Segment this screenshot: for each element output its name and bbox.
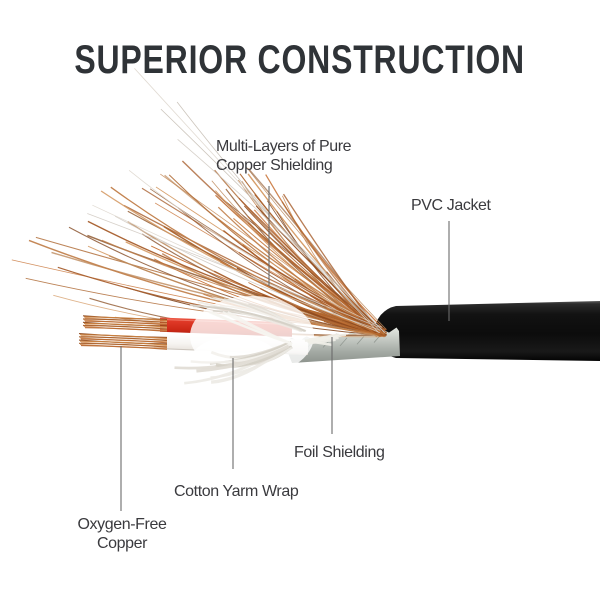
copper-strands-top-part: [84, 327, 168, 332]
leader-lines: [120, 186, 450, 511]
cotton-fibers-part: [210, 346, 293, 379]
copper-shielding-fan-part: [134, 68, 379, 333]
label-foil-shielding: Foil Shielding: [294, 444, 385, 461]
label-cotton-wrap: Cotton Yarm Wrap: [174, 483, 299, 500]
copper-shielding-fan-part: [247, 222, 386, 334]
copper-shielding-fan-part: [248, 282, 385, 337]
page-title-text: SUPERIOR CONSTRUCTION: [74, 38, 526, 82]
copper-strands-top-part: [84, 320, 168, 326]
copper-shielding-fan-part: [110, 186, 382, 332]
label-copper-shielding: Multi-Layers of Pure Copper Shielding: [216, 138, 352, 174]
copper-strands-top-part: [82, 318, 168, 324]
copper-shielding-fan-part: [177, 138, 386, 333]
copper-strands-top-part: [83, 316, 168, 322]
label-pvc-jacket: PVC Jacket: [411, 197, 491, 214]
label-oxygen-free-copper: Oxygen-Free Copper: [77, 516, 167, 552]
copper-strands-bottom-part: [78, 342, 168, 348]
copper-shielding-fan-part: [282, 195, 378, 332]
copper-shielding-fan-part: [255, 205, 383, 333]
cotton-fibers-part: [197, 301, 302, 332]
copper-strands-top-part: [83, 322, 168, 328]
copper-strands-bottom-part: [80, 338, 168, 344]
copper-shielding-fan-part: [92, 204, 381, 333]
copper-strands-bottom-part: [79, 340, 168, 346]
pvc-jacket-shape: [374, 301, 600, 361]
copper-strands-top: [82, 315, 168, 332]
cotton-fibers-part: [210, 297, 305, 332]
cotton-fibers-part: [227, 311, 293, 346]
cotton-fibers: [174, 296, 347, 388]
cotton-fibers-part: [193, 305, 307, 332]
copper-shielding-fan: [11, 68, 387, 338]
copper-strands-top-part: [82, 324, 168, 330]
copper-shielding-fan-part: [128, 169, 383, 328]
copper-strands-bottom-part: [78, 336, 168, 342]
copper-shielding-fan-part: [68, 226, 384, 337]
cotton-fibers-part: [196, 344, 290, 373]
cotton-fibers-part: [215, 345, 293, 368]
copper-shielding-fan-part: [294, 278, 381, 338]
copper-shielding-fan-part: [225, 188, 382, 336]
foil-shielding-shape-part: [284, 327, 400, 363]
cotton-fibers-part: [308, 338, 336, 345]
foil-shielding-shape-part: [339, 337, 348, 347]
copper-shielding-fan-part: [265, 174, 386, 331]
foil-shielding-shape-part: [356, 335, 365, 345]
copper-strands-bottom: [78, 333, 168, 350]
copper-shielding-fan-part: [176, 101, 381, 331]
copper-strands-bottom-part: [79, 334, 168, 340]
copper-strands-bottom-part: [80, 344, 168, 350]
page-title: SUPERIOR CONSTRUCTION: [0, 40, 600, 80]
